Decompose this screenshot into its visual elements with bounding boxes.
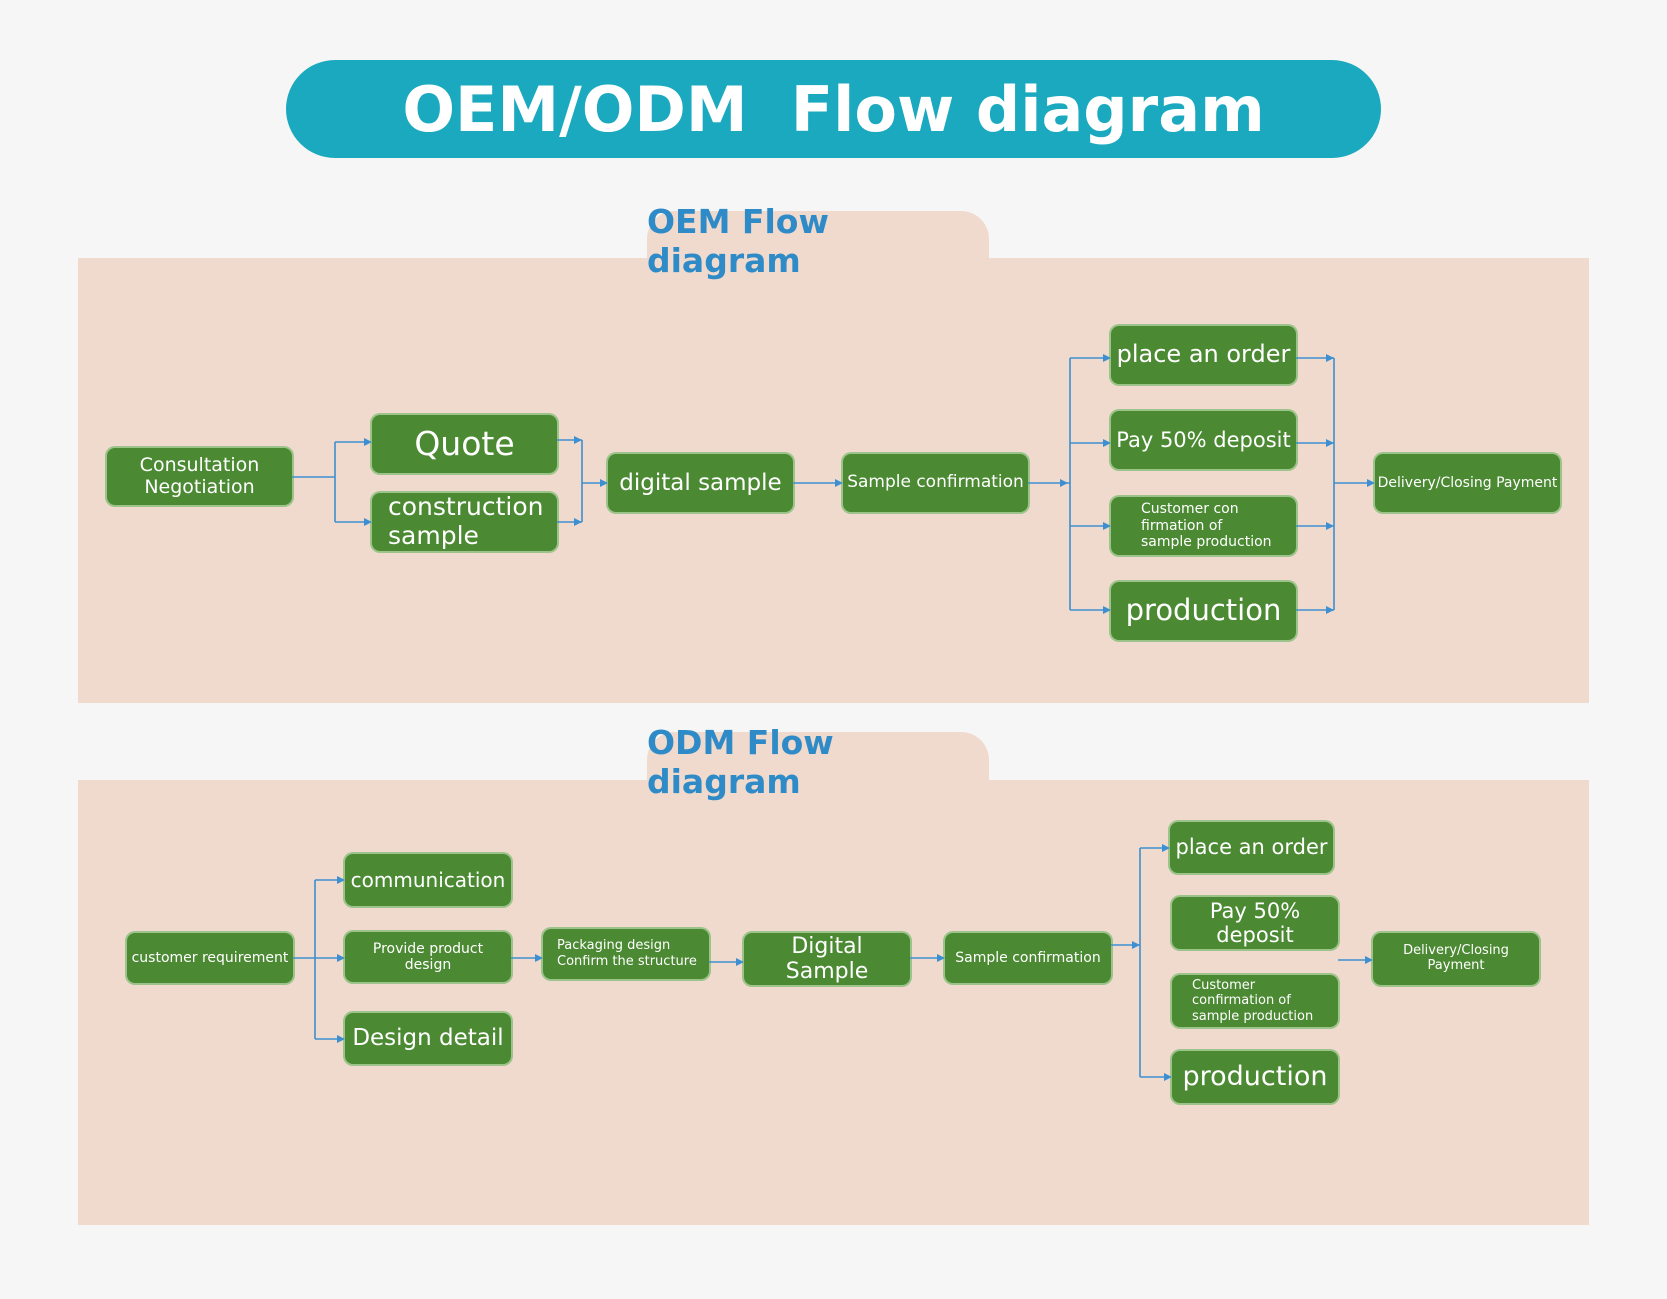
oem-place-order-node: place an order xyxy=(1111,326,1296,384)
odm-packaging-design-node: Packaging design Confirm the structure xyxy=(543,929,709,979)
odm-digital-sample-node: Digital Sample xyxy=(744,933,910,985)
oem-delivery-node: Delivery/Closing Payment xyxy=(1375,454,1560,512)
oem-production-node: production xyxy=(1111,582,1296,640)
oem-construction-sample-node: construction sample xyxy=(372,493,557,551)
odm-section-label: ODM Flow diagram xyxy=(647,723,989,801)
oem-quote-node: Quote xyxy=(372,415,557,473)
odm-section-panel xyxy=(78,780,1589,1225)
oem-digital-sample-node: digital sample xyxy=(608,454,793,512)
odm-customer-confirmation-node: Customer confirmation of sample producti… xyxy=(1172,975,1338,1027)
odm-communication-node: communication xyxy=(345,854,511,906)
page-title: OEM/ODM Flow diagram xyxy=(286,60,1381,158)
odm-production-node: production xyxy=(1172,1051,1338,1103)
oem-consultation-node: Consultation Negotiation xyxy=(107,448,292,505)
oem-sample-confirmation-node: Sample confirmation xyxy=(843,454,1028,512)
odm-design-detail-node: Design detail xyxy=(345,1013,511,1064)
oem-deposit-node: Pay 50% deposit xyxy=(1111,411,1296,469)
oem-section-label: OEM Flow diagram xyxy=(647,202,989,280)
odm-product-design-node: Provide product design xyxy=(345,932,511,982)
odm-place-order-node: place an order xyxy=(1170,822,1333,873)
odm-customer-requirement-node: customer requirement xyxy=(127,933,293,983)
odm-deposit-node: Pay 50% deposit xyxy=(1172,897,1338,949)
odm-sample-confirmation-node: Sample confirmation xyxy=(945,933,1111,983)
odm-delivery-node: Delivery/Closing Payment xyxy=(1373,933,1539,985)
oem-section-panel xyxy=(78,258,1589,703)
oem-customer-confirmation-node: Customer con firmation of sample product… xyxy=(1111,497,1296,555)
